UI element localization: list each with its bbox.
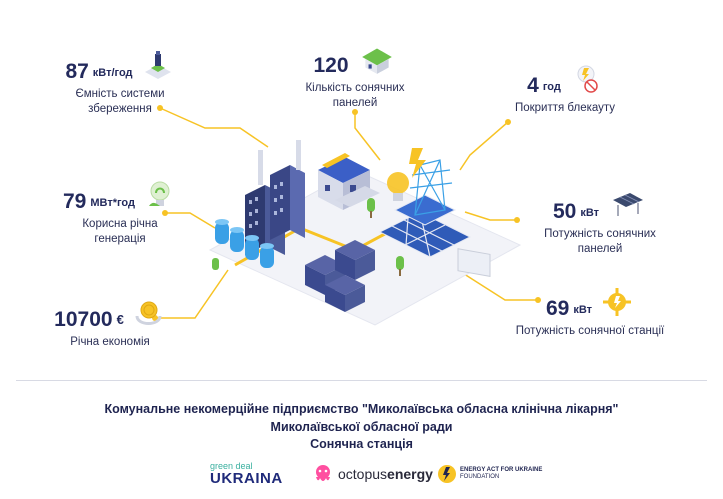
house-with-solar [318,153,380,210]
savings-unit: € [116,312,124,328]
panels-count-label: Кількість сонячних панелей [305,82,405,109]
energy-act-lightning-icon [438,465,456,483]
footer-divider [16,380,707,381]
footer-line-3: Сонячна станція [310,437,413,451]
power-tower [409,159,453,216]
stat-panel-count: 120 Кількість сонячних панелей [280,40,430,111]
stat-blackout-coverage: 4 год Покриття блекауту [495,62,635,116]
city-buildings [245,140,305,255]
lightbulb-graphic [387,172,409,201]
station-power-unit: кВт [573,303,593,316]
blackout-label: Покриття блекауту [514,102,616,114]
panel-power-unit: кВт [580,206,600,219]
logo-green-deal-ukraina: green deal UKRAINA [210,461,283,487]
stat-panel-power: 50 кВт Потужність сонячних панелей [525,188,675,257]
green-deal-small-text: green deal [210,461,253,471]
coin-hand-icon [135,301,162,325]
battery-cylinders [215,219,274,268]
footer-title: Комунальне некомерційне підприємство "Ми… [0,401,723,454]
footer-line-1: Комунальне некомерційне підприємство "Ми… [104,402,619,416]
footer-line-2: Миколаївської обласної ради [270,419,453,434]
solar-panel-icon [613,193,644,216]
stat-station-power: 69 кВт Потужність сонячної станції [505,285,675,339]
sun-gear-icon [603,288,632,316]
infographic-illustration [152,105,541,326]
storage-label: Ємність системи збереження [75,88,165,115]
storage-value: 87 [65,60,89,83]
storage-unit: кВт/год [92,66,133,79]
green-deal-big-text: UKRAINA [210,470,283,487]
stat-storage-capacity: 87 кВт/год Ємність системи збереження [40,48,200,117]
panel-power-label: Потужність сонячних панелей [544,228,656,255]
connector-lines [152,105,541,321]
solar-panel-field [378,194,472,258]
transformer-units [305,240,375,312]
blackout-value: 4 [527,74,539,97]
lightning-graphic [409,148,426,178]
panels-count-value: 120 [313,54,349,77]
savings-label: Річна економія [70,336,150,348]
logo-energy-act-for-ukraine: ENERGY ACT FOR UKRAINE FOUNDATION [437,462,542,486]
house-solar-roof-icon [361,48,392,74]
logo-octopus-energy: octopusenergy [312,462,433,486]
generation-value: 79 [63,190,87,213]
savings-value: 10700 [54,308,113,331]
trees [212,198,404,276]
generation-unit: МВт*год [90,196,135,209]
generation-label: Корисна річна генерація [82,218,158,245]
octopus-icon [316,465,330,481]
octopus-bold-text: energy [387,466,433,482]
blackout-unit: год [542,80,561,93]
no-lightbulb-icon [577,65,598,93]
station-power-label: Потужність сонячної станції [515,325,665,337]
stat-annual-generation: 79 МВт*год Корисна річна генерація [45,178,195,247]
energy-act-line-1: ENERGY ACT FOR UKRAINE [460,466,543,473]
energy-act-line-2: FOUNDATION [460,474,500,480]
energy-storage-icon [144,51,171,79]
eco-lightbulb-icon [148,181,170,206]
panel-power-value: 50 [552,200,577,223]
station-power-value: 69 [545,297,570,320]
octopus-regular-text: octopus [338,466,388,482]
stat-annual-savings: 10700 € Річна економія [30,296,190,350]
